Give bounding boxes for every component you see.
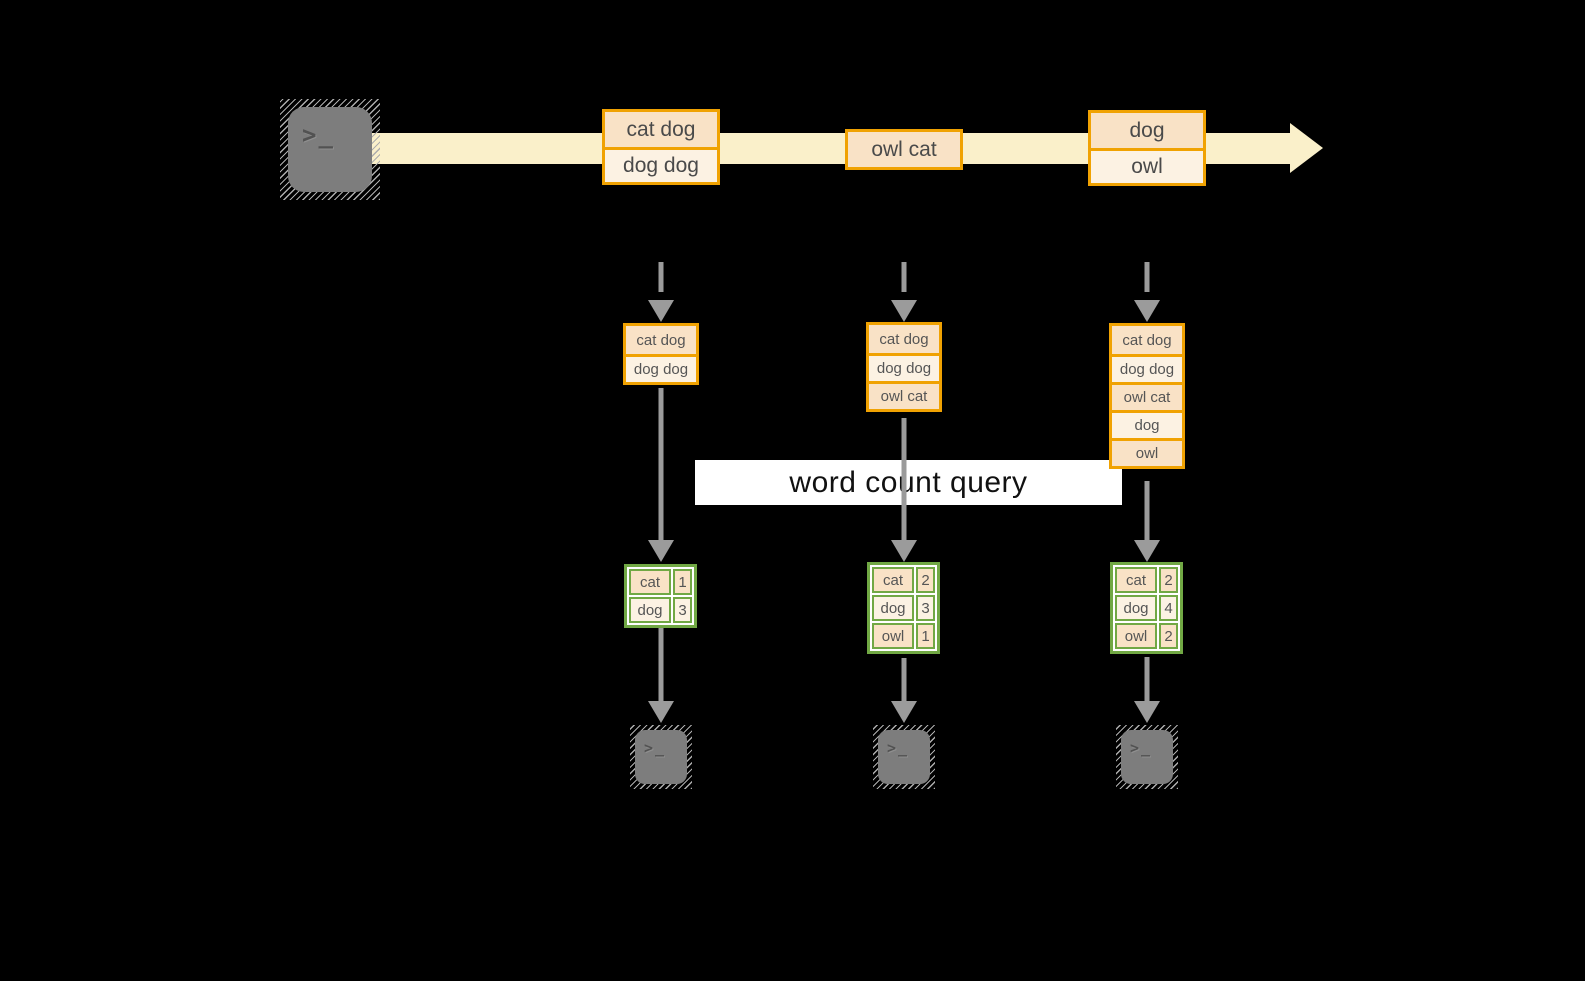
stream-record-2: owl cat bbox=[845, 129, 963, 170]
record-line: cat dog bbox=[605, 112, 717, 147]
count-word: dog bbox=[629, 597, 671, 623]
buffer-cell: owl bbox=[1112, 438, 1182, 466]
record-line: dog dog bbox=[605, 147, 717, 182]
count-value: 4 bbox=[1159, 595, 1178, 621]
terminal-screen: >_ bbox=[1121, 730, 1173, 784]
count-value: 2 bbox=[1159, 623, 1178, 649]
flow-arrow-icon bbox=[1134, 481, 1160, 562]
output-terminal-icon: >_ bbox=[873, 725, 935, 789]
terminal-prompt-icon: >_ bbox=[644, 739, 667, 757]
source-terminal-icon: >_ bbox=[280, 99, 380, 200]
stream-record-1: cat dog dog dog bbox=[602, 109, 720, 185]
dashed-arrow-icon bbox=[1134, 262, 1160, 322]
record-line: dog bbox=[1091, 113, 1203, 148]
count-word: cat bbox=[872, 567, 914, 593]
buffer-cell: owl cat bbox=[869, 381, 939, 409]
count-word: dog bbox=[872, 595, 914, 621]
count-word: owl bbox=[1115, 623, 1157, 649]
buffer-cell: dog bbox=[1112, 410, 1182, 438]
buffer-cell: dog dog bbox=[626, 354, 696, 382]
buffer-stack-2: cat dog dog dog owl cat bbox=[866, 322, 942, 412]
buffer-cell: cat dog bbox=[1112, 326, 1182, 354]
terminal-prompt-icon: >_ bbox=[887, 739, 910, 757]
record-line: owl cat bbox=[848, 132, 960, 167]
query-label: word count query bbox=[789, 465, 1028, 499]
count-word: owl bbox=[872, 623, 914, 649]
terminal-screen: >_ bbox=[635, 730, 687, 784]
dashed-arrow-icon bbox=[648, 262, 674, 322]
count-value: 2 bbox=[1159, 567, 1178, 593]
count-table-3: cat 2 dog 4 owl 2 bbox=[1110, 562, 1183, 654]
count-table-2: cat 2 dog 3 owl 1 bbox=[867, 562, 940, 654]
count-word: dog bbox=[1115, 595, 1157, 621]
count-word: cat bbox=[629, 569, 671, 595]
buffer-cell: dog dog bbox=[1112, 354, 1182, 382]
stream-record-3: dog owl bbox=[1088, 110, 1206, 186]
flow-arrow-icon bbox=[648, 388, 674, 562]
flow-arrow-icon bbox=[1134, 657, 1160, 723]
count-table-1: cat 1 dog 3 bbox=[624, 564, 697, 628]
query-banner: word count query bbox=[695, 460, 1122, 505]
buffer-cell: owl cat bbox=[1112, 382, 1182, 410]
count-value: 1 bbox=[673, 569, 692, 595]
count-value: 3 bbox=[673, 597, 692, 623]
output-terminal-icon: >_ bbox=[1116, 725, 1178, 789]
flow-arrow-icon bbox=[891, 418, 917, 562]
buffer-cell: cat dog bbox=[869, 325, 939, 353]
dashed-arrow-icon bbox=[891, 262, 917, 322]
buffer-cell: dog dog bbox=[869, 353, 939, 381]
count-value: 3 bbox=[916, 595, 935, 621]
terminal-screen: >_ bbox=[878, 730, 930, 784]
buffer-stack-3: cat dog dog dog owl cat dog owl bbox=[1109, 323, 1185, 469]
count-value: 1 bbox=[916, 623, 935, 649]
stream-arrowhead-icon bbox=[1290, 123, 1323, 173]
flow-arrow-icon bbox=[891, 658, 917, 723]
record-line: owl bbox=[1091, 148, 1203, 183]
terminal-screen: >_ bbox=[288, 107, 372, 192]
buffer-stack-1: cat dog dog dog bbox=[623, 323, 699, 385]
terminal-prompt-icon: >_ bbox=[1130, 739, 1153, 757]
output-terminal-icon: >_ bbox=[630, 725, 692, 789]
count-word: cat bbox=[1115, 567, 1157, 593]
count-value: 2 bbox=[916, 567, 935, 593]
flow-arrow-icon bbox=[648, 628, 674, 723]
buffer-cell: cat dog bbox=[626, 326, 696, 354]
terminal-prompt-icon: >_ bbox=[302, 121, 335, 149]
